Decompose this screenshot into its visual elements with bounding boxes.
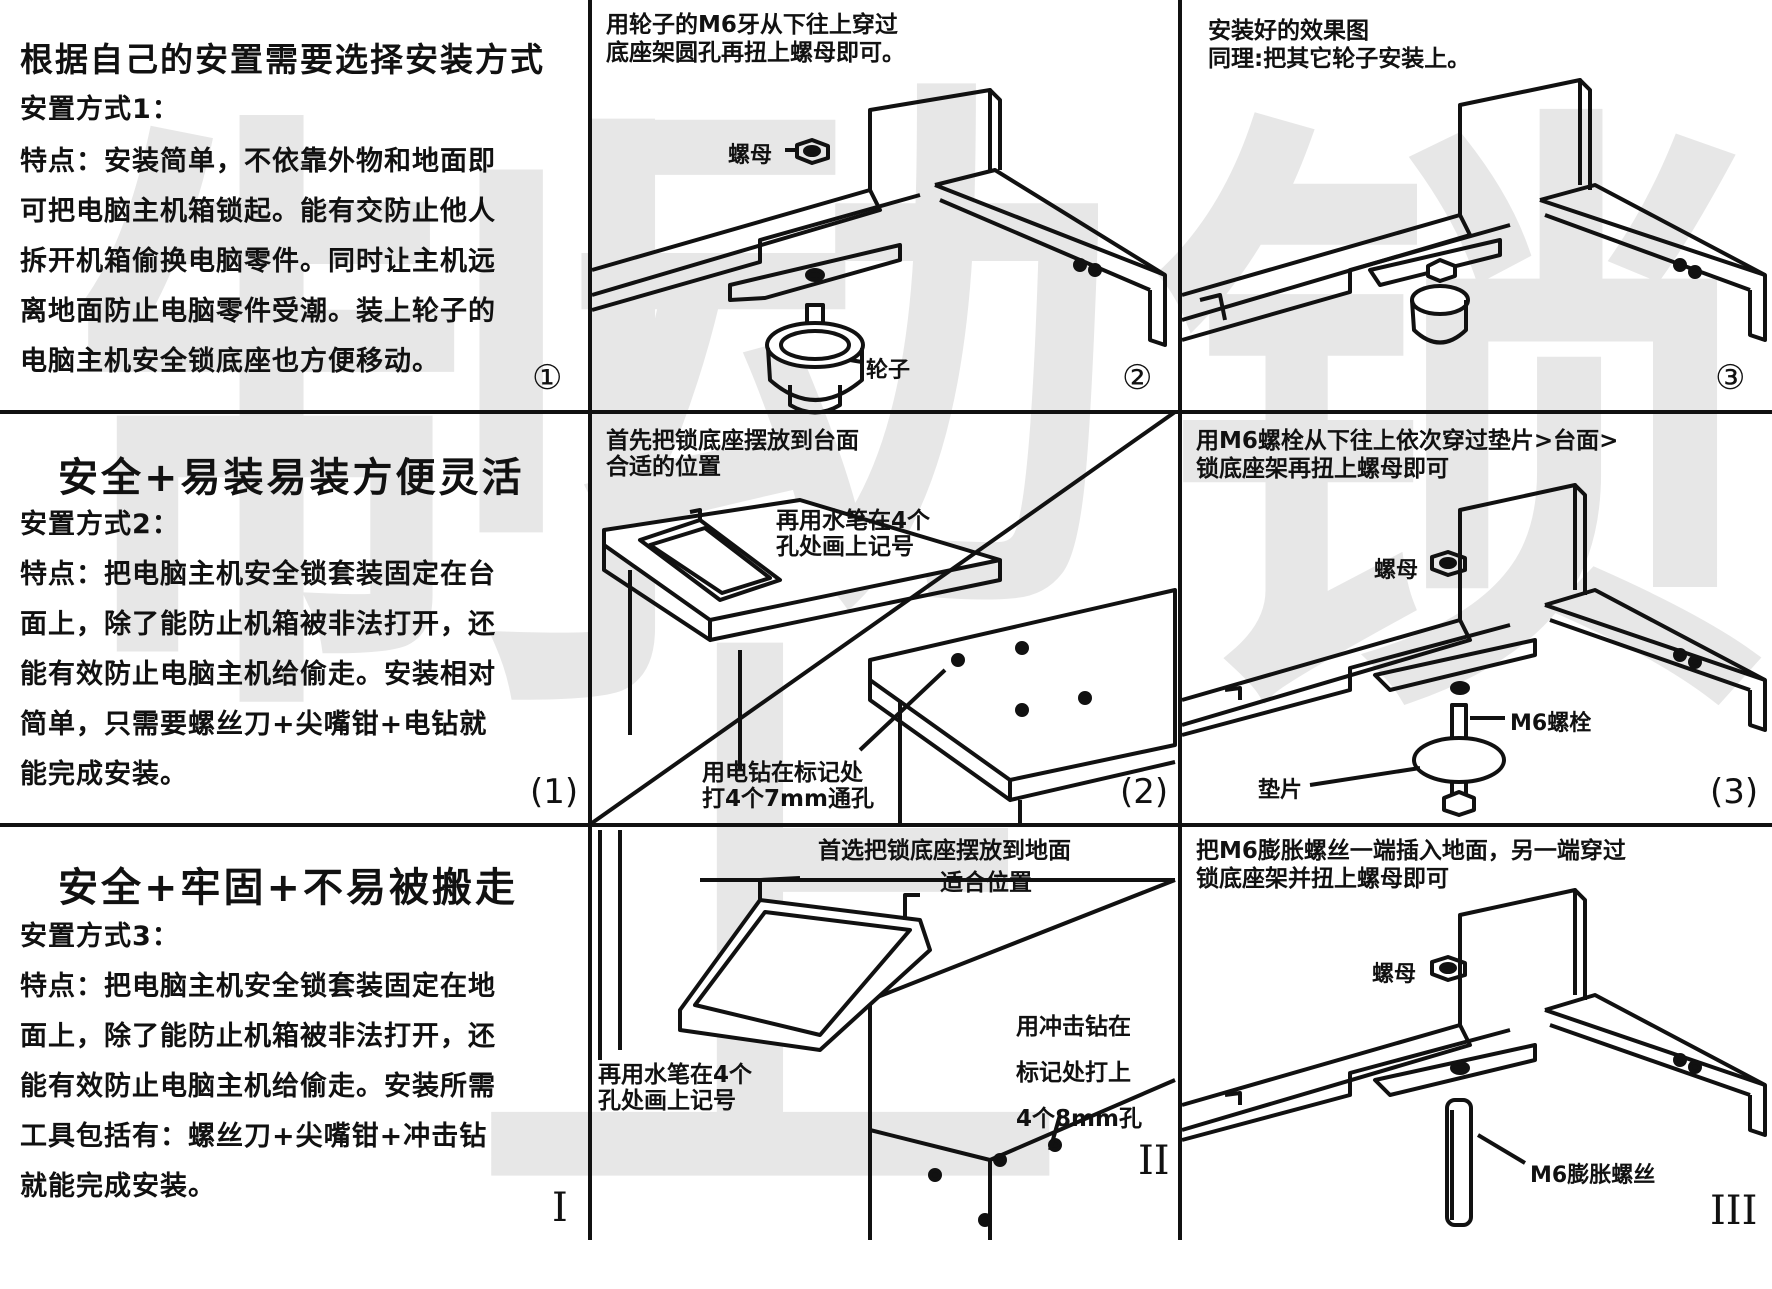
row2-line-1: 特点：把电脑主机安全锁套装固定在台: [20, 559, 496, 590]
row1-line-5: 电脑主机安全锁底座也方便移动。: [20, 346, 440, 377]
row2-mid-drill-caption-2: 打4个7mm通孔: [702, 786, 874, 812]
row2-right-caption-2: 锁底座架再扭上螺母即可: [1196, 456, 1449, 482]
floor-row3-mid: [598, 830, 1176, 1240]
row2-mid-caption-1: 首先把锁底座摆放到台面: [606, 428, 859, 454]
nut-row1: [795, 138, 830, 165]
row3-mid-drill-caption-1: 用冲击钻在: [1016, 1014, 1131, 1040]
row1-mid-step-number: ②: [1122, 358, 1153, 398]
row1-heading: 根据自己的安置需要选择安装方式: [20, 40, 545, 79]
label-m6-expansion-bolt: M6膨胀螺丝: [1530, 1163, 1656, 1188]
row3-heading: 安全+牢固+不易被搬走: [58, 865, 519, 911]
label-m6-bolt: M6螺栓: [1510, 711, 1592, 736]
row1-line-3: 拆开机箱偷换电脑零件。同时让主机远: [20, 246, 496, 277]
label-wheel: 轮子: [866, 358, 911, 383]
row2-left-step-number: (1): [530, 772, 579, 812]
nut-row2: [1430, 550, 1467, 577]
table-row2-mid: [590, 410, 1177, 825]
row2-line-5: 能完成安装。: [20, 759, 188, 790]
label-nut-row3: 螺母: [1372, 962, 1417, 987]
row-divider-2: [0, 823, 1772, 827]
bracket-row1-right: [1181, 78, 1767, 342]
row2-mid-caption-2: 合适的位置: [606, 454, 721, 480]
row2-mode-label: 安置方式2：: [20, 509, 180, 540]
row3-left-step-number: I: [552, 1185, 568, 1231]
row1-right-step-number: ③: [1715, 358, 1746, 398]
label-nut: 螺母: [728, 143, 773, 168]
row1-right-caption-1: 安装好的效果图: [1208, 18, 1369, 44]
bracket-row2-right: [1181, 483, 1767, 737]
label-washer: 垫片: [1258, 778, 1303, 803]
row1-mid-caption-1: 用轮子的M6牙从下往上穿过: [606, 12, 898, 38]
bracket-row3-right: [1181, 888, 1767, 1142]
row1-right-caption-2: 同理:把其它轮子安装上。: [1208, 46, 1471, 72]
row3-line-1: 特点：把电脑主机安全锁套装固定在地: [20, 971, 496, 1002]
row1-mode-label: 安置方式1：: [20, 94, 180, 125]
bracket-row1-mid: [591, 88, 1167, 347]
row1-line-1: 特点：安装简单，不依靠外物和地面即: [20, 146, 496, 177]
row2-line-4: 简单，只需要螺丝刀+尖嘴钳+电钻就: [20, 709, 488, 740]
row2-mid-mark-caption-2: 孔处画上记号: [776, 534, 914, 560]
wheel-row1: [765, 303, 865, 415]
col-divider-2: [1178, 0, 1182, 1240]
row3-mid-mark-caption-1: 再用水笔在4个: [598, 1062, 753, 1088]
row2-right-step-number: (3): [1710, 772, 1759, 812]
row3-right-step-number: III: [1710, 1188, 1758, 1234]
row3-mid-mark-caption-2: 孔处画上记号: [598, 1088, 736, 1114]
row3-right-caption-1: 把M6膨胀螺丝一端插入地面，另一端穿过: [1196, 838, 1626, 864]
row1-line-4: 离地面防止电脑零件受潮。装上轮子的: [20, 296, 496, 327]
row2-mid-step-number: (2): [1120, 772, 1169, 812]
row2-mid-mark-caption-1: 再用水笔在4个: [776, 508, 931, 534]
row2-line-2: 面上，除了能防止机箱被非法打开，还: [20, 609, 496, 640]
row3-line-4: 工具包括有：螺丝刀+尖嘴钳+冲击钻: [20, 1121, 488, 1152]
row3-mode-label: 安置方式3：: [20, 921, 180, 952]
row2-right-caption-1: 用M6螺栓从下往上依次穿过垫片>台面>: [1196, 428, 1619, 454]
row1-line-2: 可把电脑主机箱锁起。能有交防止他人: [20, 196, 496, 227]
row3-mid-drill-caption-3: 4个8mm孔: [1016, 1106, 1142, 1132]
row3-mid-step-number: II: [1138, 1138, 1170, 1184]
row3-line-5: 就能完成安装。: [20, 1171, 216, 1202]
row3-mid-caption-2: 适合位置: [940, 870, 1032, 896]
row2-heading: 安全+易装易装方便灵活: [58, 455, 525, 501]
row2-mid-drill-caption-1: 用电钻在标记处: [702, 760, 863, 786]
row3-line-3: 能有效防止电脑主机给偷走。安装所需: [20, 1071, 496, 1102]
row1-left-step-number: ①: [532, 358, 563, 398]
row3-right-caption-2: 锁底座架并扭上螺母即可: [1196, 866, 1449, 892]
illustrations: [590, 78, 1767, 1240]
row3-mid-caption-1: 首选把锁底座摆放到地面: [818, 838, 1071, 864]
row3-line-2: 面上，除了能防止机箱被非法打开，还: [20, 1021, 496, 1052]
col-divider-1: [588, 0, 592, 1240]
row-divider-1: [0, 410, 1772, 414]
label-nut-row2: 螺母: [1374, 558, 1419, 583]
row2-line-3: 能有效防止电脑主机给偷走。安装相对: [20, 659, 496, 690]
row1-mid-caption-2: 底座架圆孔再扭上螺母即可。: [606, 40, 905, 66]
row3-mid-drill-caption-2: 标记处打上: [1016, 1060, 1131, 1086]
